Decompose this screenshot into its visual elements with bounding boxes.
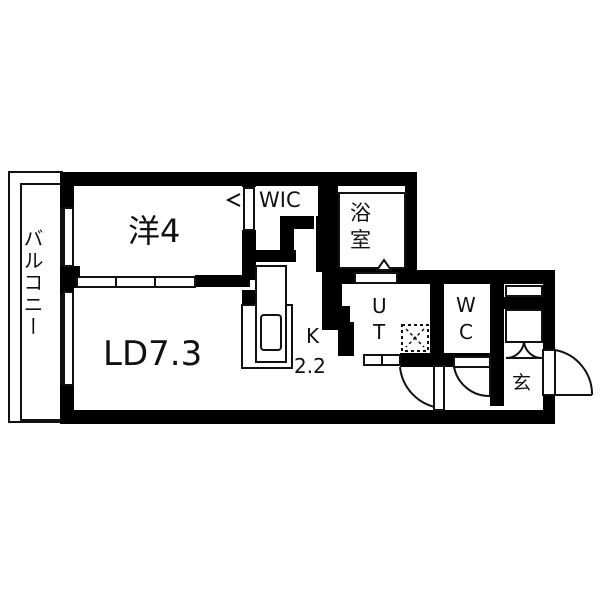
entrance-step-icon <box>505 341 543 360</box>
utility-label-u: U <box>372 294 387 318</box>
wic-door <box>243 187 255 231</box>
sink-icon <box>260 314 282 351</box>
utility-label-t: T <box>373 320 386 344</box>
wc-door-swing <box>453 366 491 398</box>
entrance-door-swing <box>554 349 594 396</box>
bath-entry-arrow-icon <box>375 258 393 271</box>
sliding-door <box>76 276 196 288</box>
bath-label-2: 室 <box>350 228 371 252</box>
ut-door <box>433 365 445 411</box>
entrance-door-frame <box>542 349 556 396</box>
balcony-inner-rail <box>20 183 62 421</box>
wic-area <box>256 186 318 216</box>
balcony-label: バルコニー <box>20 228 44 338</box>
shoe-cabinet-top <box>505 285 543 297</box>
entrance-label: 玄 <box>512 372 532 394</box>
ld-label: LD7.3 <box>103 334 203 374</box>
bath-label-1: 浴 <box>350 201 371 225</box>
kitchen-label-k: K <box>306 324 320 348</box>
wc-door-frame <box>453 356 491 368</box>
wic-label: WIC <box>259 188 301 212</box>
window-western-room <box>63 207 74 267</box>
wic-entry-arrow-icon <box>225 193 241 207</box>
shoe-cabinet <box>505 309 543 343</box>
wc-label-c: C <box>459 320 473 344</box>
bath-room-area <box>338 192 406 269</box>
window-ld <box>63 291 74 386</box>
western-room-label: 洋4 <box>128 212 181 250</box>
bath-door <box>354 272 398 284</box>
wc-label-w: W <box>456 293 476 317</box>
kitchen-label-size: 2.2 <box>294 354 326 378</box>
wc-area <box>446 286 490 353</box>
